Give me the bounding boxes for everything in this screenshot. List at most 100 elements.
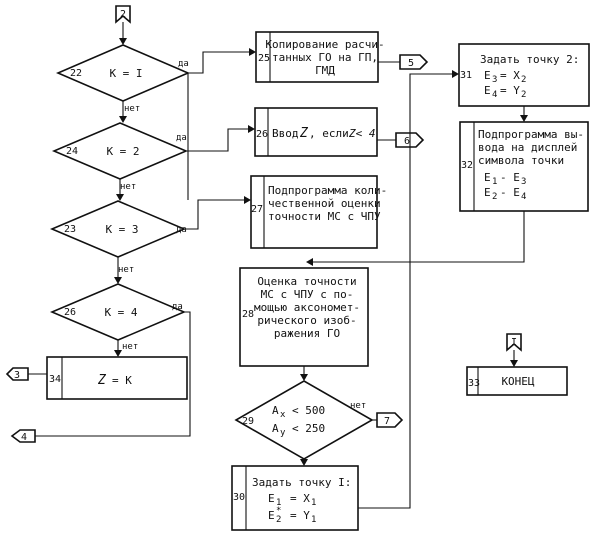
arrow-head xyxy=(306,258,313,266)
process-text-line: Подпрограмма коли- xyxy=(268,184,387,197)
process-text-line: Подпрограмма вы- xyxy=(478,128,584,141)
decision-accuracy-check: 29 A x < 500 A y < 250 xyxy=(234,380,374,460)
block-number: 24 xyxy=(66,146,78,157)
arrow-head xyxy=(300,459,308,466)
formula-text: E xyxy=(484,171,491,184)
formula-text: E xyxy=(484,69,491,82)
arrow-head xyxy=(520,115,528,122)
formula-subscript: 1 xyxy=(276,498,281,508)
process-set-point-2: 31 Задать точку 2: E 3 = X 2 E 4 = Y 2 xyxy=(458,43,590,107)
process-input-z: 26 Ввод Z , если Z< 4 xyxy=(254,107,378,157)
decision-k-eq-3: 23 K = 3 xyxy=(49,200,187,258)
process-text-line: Оценка точности xyxy=(257,275,356,288)
process-text-line: ГМД xyxy=(315,64,335,77)
formula-subscript: 2 xyxy=(521,90,526,100)
block-number: 34 xyxy=(49,374,61,385)
decision-subscript: y xyxy=(280,428,286,438)
formula-subscript: 1 xyxy=(311,515,316,525)
process-text: Ввод xyxy=(272,127,299,140)
decision-text: A xyxy=(272,422,279,435)
formula-subscript: 4 xyxy=(492,90,497,100)
block-number: 31 xyxy=(460,70,472,81)
block-number: 26 xyxy=(64,307,76,318)
block-number: 28 xyxy=(242,309,254,320)
process-title: Задать точку I: xyxy=(252,476,351,489)
entry-connector-label: I xyxy=(511,337,517,348)
block-number: 33 xyxy=(468,378,480,389)
arrow-head xyxy=(116,194,124,201)
arrow-head xyxy=(114,277,122,284)
process-text-line: рического изоб- xyxy=(257,314,356,327)
block-number: 22 xyxy=(70,68,82,79)
arrow-head xyxy=(119,116,127,123)
no-label: нет xyxy=(118,265,134,275)
formula-subscript: 3 xyxy=(521,177,526,187)
arrow-head xyxy=(248,125,255,133)
formula-subscript: 2 xyxy=(492,192,497,202)
block-number: 30 xyxy=(233,492,245,503)
out-connector-7: 7 xyxy=(376,412,404,428)
process-text-line: ражения ГО xyxy=(274,327,340,340)
formula-subscript: 1 xyxy=(492,177,497,187)
flow-line xyxy=(184,199,250,230)
yes-label: да xyxy=(172,302,183,312)
decision-text: K = I xyxy=(109,67,142,80)
process-text: , если xyxy=(309,127,349,140)
terminal-end: 33 КОНЕЦ xyxy=(466,366,568,396)
yes-label: да xyxy=(176,225,187,235)
formula-subscript: 2 xyxy=(276,515,281,525)
flow-line xyxy=(188,51,255,74)
process-display-point: 3 2 Подпрограмма вы- вода на дисплей симв… xyxy=(459,121,589,212)
arrow-head xyxy=(452,70,459,78)
connector-label: 4 xyxy=(21,432,27,443)
arrow-head xyxy=(300,374,308,381)
formula-text: = Y xyxy=(290,509,310,522)
flow-line xyxy=(307,211,525,263)
connector-label: 5 xyxy=(408,58,414,69)
decision-k-eq-2: 24 K = 2 xyxy=(51,122,189,180)
arrow-head xyxy=(249,48,256,56)
decision-text: K = 3 xyxy=(105,223,138,236)
process-text-line: танных ГО на ГП, xyxy=(272,51,378,64)
formula-text: = Y xyxy=(500,84,520,97)
variable-z: Z xyxy=(97,373,107,388)
no-label: нет xyxy=(122,342,138,352)
variable-z: Z xyxy=(299,126,309,141)
connector-label: 7 xyxy=(384,416,390,427)
formula-text: = X xyxy=(500,69,520,82)
flow-line xyxy=(186,128,254,152)
process-text-line: мощью аксономет- xyxy=(254,301,360,314)
process-quantitative-evaluation: 27 Подпрограмма коли- чественной оценки … xyxy=(250,175,387,249)
decision-k-eq-1: 22 K = I xyxy=(55,44,191,102)
block-number: 27 xyxy=(251,204,263,215)
process-text-line: символа точки xyxy=(478,154,564,167)
decision-text: A xyxy=(272,404,279,417)
no-label: нет xyxy=(120,182,136,192)
connector-label: 3 xyxy=(14,370,20,381)
formula-superscript: * xyxy=(276,506,281,516)
no-label: нет xyxy=(124,104,140,114)
process-text-line: точности МС с ЧПУ xyxy=(268,210,381,223)
block-number: 23 xyxy=(64,224,76,235)
process-title: Задать точку 2: xyxy=(480,53,579,66)
yes-label: да xyxy=(176,133,187,143)
formula-text: = X xyxy=(290,492,310,505)
formula-subscript: 2 xyxy=(521,75,526,85)
formula-text: E xyxy=(268,492,275,505)
flow-line xyxy=(35,311,191,437)
terminal-text: КОНЕЦ xyxy=(501,375,534,388)
arrow-head xyxy=(119,38,127,45)
process-text-line: вода на дисплей xyxy=(478,141,577,154)
formula-text: - E xyxy=(500,186,520,199)
process-copy-results: 25 Копирование расчи- танных ГО на ГП, Г… xyxy=(255,31,385,83)
process-text-line: Копирование расчи- xyxy=(265,38,384,51)
out-connector-5: 5 xyxy=(399,54,429,70)
formula-subscript: 4 xyxy=(521,192,526,202)
flow-line xyxy=(358,73,458,509)
process-text-line: чественной оценки xyxy=(268,197,381,210)
out-connector-3: 3 xyxy=(5,367,29,381)
arrow-head xyxy=(510,360,518,367)
process-text-line: МС с ЧПУ с по- xyxy=(261,288,354,301)
decision-text: K = 2 xyxy=(106,145,139,158)
